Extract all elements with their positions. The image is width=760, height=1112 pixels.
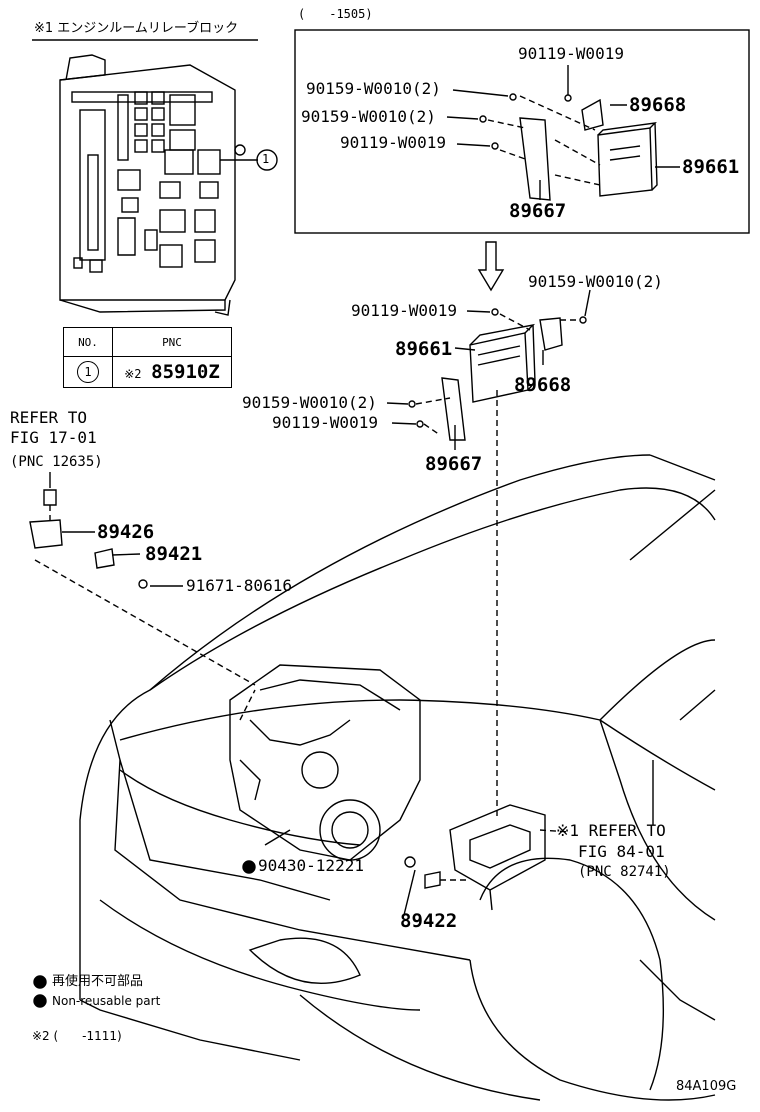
sensor-bracket-label: 89426 bbox=[97, 521, 155, 543]
ecu-assembly-drawing bbox=[386, 289, 591, 820]
pnc-table: NO. PNC 1 ※2 85910Z bbox=[63, 327, 232, 388]
nut-tr-label: 90159-W0010(2) bbox=[528, 272, 663, 291]
car-body-drawing bbox=[79, 454, 716, 1101]
inset-bolt-b-label: 90119-W0019 bbox=[340, 133, 446, 152]
inset-nut-b-label: 90159-W0010(2) bbox=[301, 107, 436, 126]
inset-ecu-drawing bbox=[479, 93, 658, 201]
inset-bolt-top-label: 90119-W0019 bbox=[518, 44, 624, 63]
ecu-label: 89661 bbox=[395, 338, 453, 360]
callout-number: 1 bbox=[262, 152, 270, 166]
relay-block-title: ※1 エンジンルームリレーブロック bbox=[34, 21, 239, 36]
bolt-t-label: 90119-W0019 bbox=[351, 301, 457, 320]
sensor-label: 89421 bbox=[145, 543, 203, 565]
refer1-line3: (PNC 12635) bbox=[10, 454, 103, 470]
note2-text: ※2 ( -1111) bbox=[32, 1029, 122, 1043]
table-row: 1 ※2 85910Z bbox=[63, 356, 232, 388]
inset-bracket-r-label: 89668 bbox=[629, 94, 687, 116]
gasket-label: 90430-12221 bbox=[258, 856, 364, 875]
refer2-line1: ※1 REFER TO bbox=[556, 821, 666, 840]
inset-range: ( -1505) bbox=[298, 7, 373, 21]
bracket-l-label: 89667 bbox=[425, 453, 483, 475]
inset-frame bbox=[294, 29, 750, 234]
refer1-line2: FIG 17-01 bbox=[10, 428, 97, 447]
table-row-pnc: 85910Z bbox=[151, 361, 220, 383]
sensor-parts-drawing bbox=[29, 472, 256, 686]
figure-code: 84A109G bbox=[676, 1079, 737, 1094]
legend-text-jp: 再使用不可部品 bbox=[52, 974, 144, 989]
gasket-bullet bbox=[242, 860, 256, 874]
relay-block-drawing bbox=[59, 54, 278, 316]
legend-text-en: Non-reusable part bbox=[52, 994, 161, 1008]
legend-bullet-2 bbox=[33, 994, 47, 1008]
inset-leader-lines bbox=[446, 65, 680, 200]
nut-l-label: 90159-W0010(2) bbox=[242, 393, 377, 412]
bolt-l-label: 90119-W0019 bbox=[272, 413, 378, 432]
table-header-no: NO. bbox=[63, 327, 113, 357]
switch-label: 89422 bbox=[400, 910, 458, 932]
inset-bracket-l-label: 89667 bbox=[509, 200, 567, 222]
sensor-bolt-label: 91671-80616 bbox=[186, 576, 292, 595]
down-arrow bbox=[477, 241, 505, 292]
pnc-table-header: NO. PNC bbox=[63, 327, 232, 357]
bracket-r-label: 89668 bbox=[514, 374, 572, 396]
table-header-pnc: PNC bbox=[112, 327, 232, 357]
table-cell-no: 1 bbox=[63, 356, 113, 388]
refer2-line3: (PNC 82741) bbox=[578, 864, 671, 880]
inset-nut-a-label: 90159-W0010(2) bbox=[306, 79, 441, 98]
table-row-pnc-prefix: ※2 bbox=[124, 367, 142, 381]
inset-ecu-label: 89661 bbox=[682, 156, 740, 178]
legend-bullet-1 bbox=[33, 975, 47, 989]
table-row-no: 1 bbox=[77, 361, 99, 383]
table-cell-pnc: ※2 85910Z bbox=[112, 356, 232, 388]
refer1-line1: REFER TO bbox=[10, 408, 88, 427]
refer2-line2: FIG 84-01 bbox=[578, 842, 665, 861]
